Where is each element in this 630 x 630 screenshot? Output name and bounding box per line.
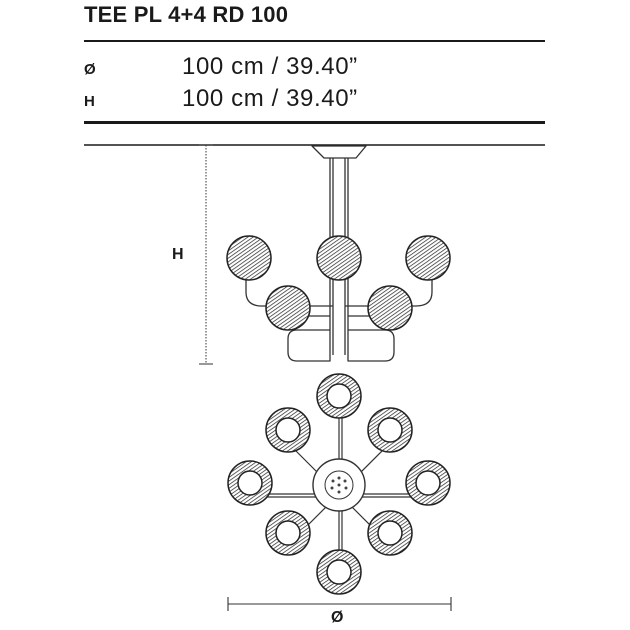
globe-mid-right [367, 285, 413, 331]
spec-value-diameter: 100 cm / 39.40” [182, 53, 358, 80]
plan-globe-sw [265, 510, 311, 556]
diameter-dimension [227, 597, 452, 611]
globes-plan [227, 373, 451, 595]
globe-top-right [405, 235, 451, 281]
plan-globe-s [316, 549, 362, 595]
product-title: TEE PL 4+4 RD 100 [84, 2, 289, 27]
bottom-rule [84, 121, 545, 124]
globe-top-left [226, 235, 272, 281]
spec-label-height: H [84, 93, 95, 110]
canopy-shape [311, 145, 367, 159]
spec-row-diameter: Ø 100 cm / 39.40” [84, 53, 545, 83]
height-dimension-label: H [172, 246, 184, 263]
plan-globe-e [405, 460, 451, 506]
diameter-dimension-label: Ø [331, 609, 344, 626]
globe-top-center [316, 235, 362, 281]
plan-globe-n [316, 373, 362, 419]
height-dimension [199, 144, 213, 365]
spec-row-height: H 100 cm / 39.40” [84, 85, 545, 115]
globes-elevation [226, 235, 451, 331]
spec-label-diameter: Ø [84, 61, 96, 78]
plan-globe-w [227, 460, 273, 506]
plan-globe-nw [265, 407, 311, 453]
spec-value-height: 100 cm / 39.40” [182, 85, 358, 112]
arm-outer-left [287, 329, 331, 362]
arm-upper-left [245, 280, 333, 307]
hub-holes [330, 476, 348, 494]
globe-mid-left [265, 285, 311, 331]
plan-globe-ne [367, 407, 413, 453]
top-rule [84, 40, 545, 42]
plan-globe-se [367, 510, 413, 556]
